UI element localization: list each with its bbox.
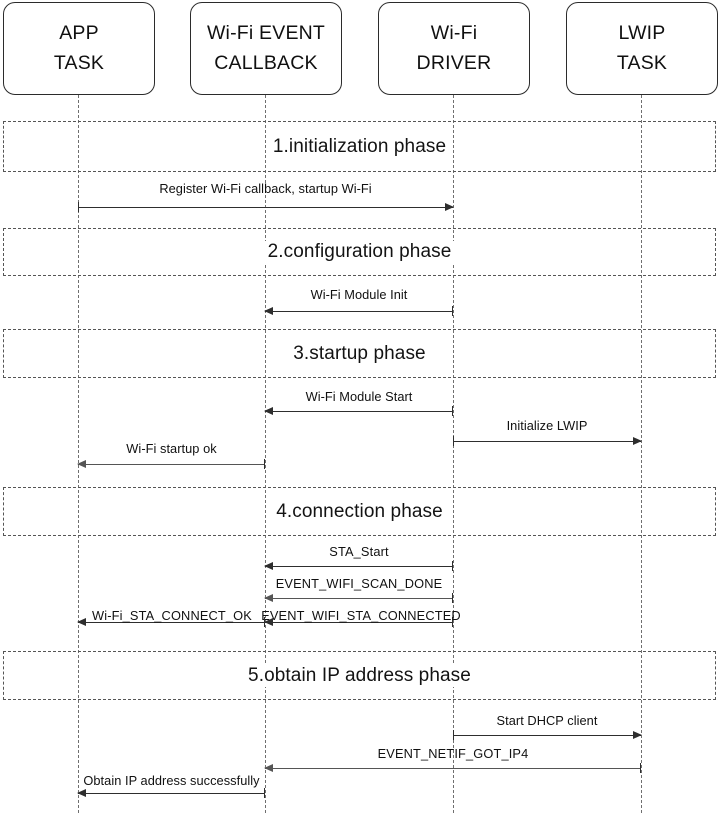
message-label-wifi-sta-connect-ok: Wi-Fi_STA_CONNECT_OK — [92, 608, 252, 623]
arrow-shaft — [453, 441, 641, 442]
arrow-shaft — [265, 311, 453, 312]
arrow-tail-tick — [453, 436, 454, 446]
arrow-shaft — [453, 735, 641, 736]
arrow-head-left-icon — [264, 617, 273, 626]
actor-label-line1: Wi-Fi — [430, 22, 478, 45]
lifeline-callback — [265, 95, 266, 813]
actor-box-lwip-task[interactable]: LWIP TASK — [566, 2, 718, 95]
arrow-tail-tick — [452, 306, 453, 316]
arrow-head-left-icon — [264, 406, 273, 415]
message-label-event-netif-got-ip4: EVENT_NETIF_GOT_IP4 — [377, 746, 529, 761]
arrow-head-left-icon — [264, 763, 273, 772]
arrow-tail-tick — [452, 561, 453, 571]
arrow-tail-tick — [452, 593, 453, 603]
phase-label: 1.initialization phase — [266, 135, 453, 158]
lifeline-driver — [453, 95, 454, 813]
actor-box-app[interactable]: APP TASK — [3, 2, 155, 95]
message-label-start-dhcp-client: Start DHCP client — [496, 713, 598, 728]
arrow-tail-tick — [264, 459, 265, 469]
actor-label-line2: DRIVER — [416, 51, 492, 74]
phase-label: 3.startup phase — [287, 342, 432, 365]
actor-box-wifi-driver[interactable]: Wi-Fi DRIVER — [378, 2, 530, 95]
phase-label: 4.connection phase — [270, 500, 449, 523]
message-label-register-wifi-callback: Register Wi-Fi callback, startup Wi-Fi — [159, 181, 372, 196]
arrow-head-left-icon — [77, 459, 86, 468]
lifeline-lwip — [641, 95, 642, 813]
phase-band-connection: 4.connection phase — [3, 487, 716, 536]
actor-label-line2: TASK — [53, 51, 105, 74]
arrow-shaft — [78, 207, 453, 208]
actor-label-line1: LWIP — [618, 22, 666, 45]
arrow-tail-tick — [452, 406, 453, 416]
message-label-event-wifi-sta-connected: EVENT_WIFI_STA_CONNECTED — [261, 608, 461, 623]
phase-band-configuration: 2.configuration phase — [3, 228, 716, 276]
phase-label: 2.configuration phase — [261, 241, 458, 263]
actor-label-line2: CALLBACK — [214, 51, 318, 74]
phase-label: 5.obtain IP address phase — [242, 664, 477, 687]
message-label-event-wifi-scan-done: EVENT_WIFI_SCAN_DONE — [275, 576, 443, 591]
arrow-shaft — [265, 622, 453, 623]
phase-band-startup: 3.startup phase — [3, 329, 716, 378]
arrow-head-left-icon — [264, 306, 273, 315]
actor-label-line1: Wi-Fi EVENT — [206, 22, 326, 45]
actor-label-line1: APP — [59, 22, 99, 45]
message-label-initialize-lwip: Initialize LWIP — [506, 418, 588, 433]
arrow-tail-tick — [640, 763, 641, 773]
arrow-head-left-icon — [77, 788, 86, 797]
arrow-head-left-icon — [264, 593, 273, 602]
phase-band-initialization: 1.initialization phase — [3, 121, 716, 172]
message-label-wifi-startup-ok: Wi-Fi startup ok — [126, 441, 217, 456]
message-label-wifi-module-init: Wi-Fi Module Init — [310, 287, 408, 302]
arrow-shaft — [265, 411, 453, 412]
lifeline-app — [78, 95, 79, 813]
message-label-sta-start: STA_Start — [329, 544, 389, 559]
arrow-head-right-icon — [445, 202, 454, 211]
arrow-tail-tick — [78, 202, 79, 212]
arrow-head-left-icon — [77, 617, 86, 626]
arrow-shaft — [78, 464, 265, 465]
arrow-tail-tick — [264, 617, 265, 627]
arrow-shaft — [265, 566, 453, 567]
message-label-wifi-module-start: Wi-Fi Module Start — [305, 389, 413, 404]
arrow-tail-tick — [453, 730, 454, 740]
message-label-obtain-ip-address-successfully: Obtain IP address successfully — [83, 773, 260, 788]
arrow-head-left-icon — [264, 561, 273, 570]
arrow-head-right-icon — [633, 730, 642, 739]
arrow-tail-tick — [264, 788, 265, 798]
arrow-shaft — [265, 598, 453, 599]
phase-band-obtain-ip-address: 5.obtain IP address phase — [3, 651, 716, 700]
actor-label-line2: TASK — [616, 51, 668, 74]
arrow-head-right-icon — [633, 436, 642, 445]
arrow-shaft — [78, 622, 265, 623]
arrow-shaft — [265, 768, 641, 769]
arrow-tail-tick — [452, 617, 453, 627]
arrow-shaft — [78, 793, 265, 794]
actor-box-wifi-event-callback[interactable]: Wi-Fi EVENT CALLBACK — [190, 2, 342, 95]
